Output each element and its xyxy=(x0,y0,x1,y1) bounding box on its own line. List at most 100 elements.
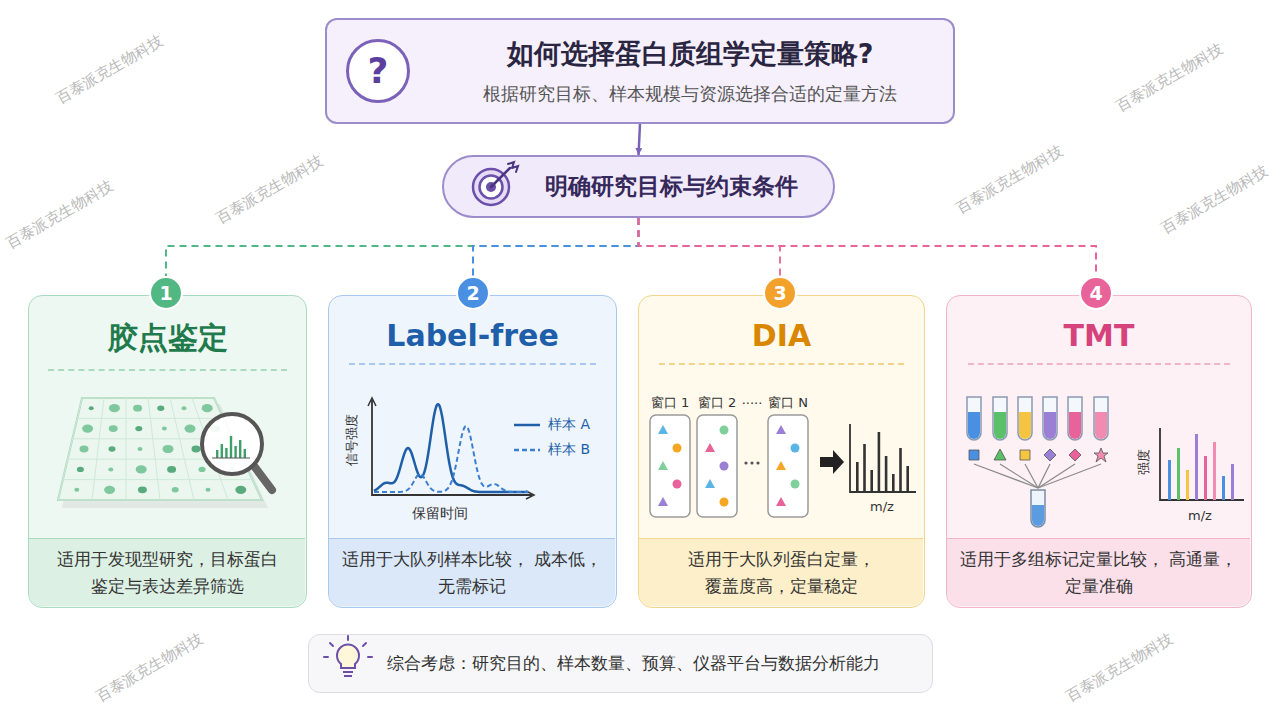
gel-plate-part-part xyxy=(82,425,93,433)
question-icon: ? xyxy=(346,39,410,103)
dia-windows-part xyxy=(650,415,690,517)
gel-plate-part-part xyxy=(214,398,262,500)
magnifier-part-part xyxy=(225,448,227,458)
window-label: 窗口 1 xyxy=(651,394,689,412)
gel-plate-part xyxy=(58,398,262,500)
method-description-text: 适用于大队列蛋白定量， 覆盖度高，定量稳定 xyxy=(649,546,913,599)
dia-windows-part-part xyxy=(673,480,682,489)
gel-plate-part-part xyxy=(63,479,253,480)
tmt-tubes-part-part xyxy=(1231,464,1234,500)
chromatogram xyxy=(368,398,540,499)
gel-plate-part-part xyxy=(167,466,176,473)
dia-windows-part xyxy=(756,461,759,464)
tmt-tubes-part-part xyxy=(974,464,1038,488)
tmt-tubes-part xyxy=(1160,428,1244,500)
tmt-tubes-part-part xyxy=(1168,460,1171,500)
magnifier-part xyxy=(202,414,262,474)
tmt-tubes-part xyxy=(1168,434,1234,500)
method-description-text: 适用于多组标记定量比较， 高通量，定量准确 xyxy=(957,546,1240,599)
magnifier-part-part xyxy=(221,444,223,458)
dia-windows-part-part xyxy=(720,498,729,507)
method-description: 适用于多组标记定量比较， 高通量，定量准确 xyxy=(947,538,1250,606)
gel-plate-part-part xyxy=(80,446,89,453)
gel-plate-part-part xyxy=(72,438,233,439)
dia-windows-part-part xyxy=(720,462,729,471)
gel-plate-part-part xyxy=(138,447,143,451)
dia-windows-part-part xyxy=(705,443,715,452)
chromatogram-part xyxy=(514,449,540,452)
tmt-tubes-part-part xyxy=(1094,397,1108,440)
dia-windows-part-part xyxy=(878,432,881,492)
tmt-tubes-part-part xyxy=(1069,412,1081,439)
dia-windows-part-part xyxy=(776,425,786,434)
tmt-tubes-part-part xyxy=(1020,450,1030,460)
method-card: 胶点鉴定适用于发现型研究，目标蛋白 鉴定与表达差异筛选 xyxy=(28,295,307,608)
tmt-tubes-part-part xyxy=(1038,464,1101,488)
goal-box: 明确研究目标与约束条件 xyxy=(442,155,835,218)
tmt-tubes-part-part xyxy=(1044,412,1056,439)
dia-windows-part xyxy=(750,461,753,464)
gel-plate-part-part xyxy=(172,487,179,492)
tmt-tubes-part-part xyxy=(1068,397,1082,440)
tmt-tubes-part-part xyxy=(1018,397,1032,440)
method-card-text: 胶点鉴定 xyxy=(48,318,286,371)
gel-plate-part-part xyxy=(109,404,120,412)
gel-plate-part-part xyxy=(170,398,194,500)
gel-plate-part-part xyxy=(192,398,228,500)
watermark: 百泰派克生物科技 xyxy=(1158,162,1271,238)
gel-plate-part-part xyxy=(148,398,160,500)
tmt-tubes-part-part xyxy=(1043,397,1057,440)
dia-windows-part xyxy=(820,450,844,474)
tmt-tubes-part-part xyxy=(1038,464,1050,488)
step-number: 3 xyxy=(763,276,797,310)
axis-label: 强度 xyxy=(1135,449,1153,475)
chromatogram-part xyxy=(368,398,376,406)
window-label: 窗口 N xyxy=(768,394,808,412)
gel-plate-part-part xyxy=(68,459,243,460)
gel-plate-part-part xyxy=(133,405,142,412)
gel-plate-part-part xyxy=(185,425,196,433)
tmt-tubes-part-part xyxy=(1177,448,1180,500)
tmt-tubes-part-part xyxy=(1094,448,1108,462)
tmt-tubes-part-part xyxy=(969,450,979,460)
magnifier xyxy=(202,414,272,490)
gel-plate-part-part xyxy=(163,445,174,453)
note-box-text: 综合考虑：研究目的、样本数量、预算、仪器平台与数据分析能力 xyxy=(387,652,880,675)
bulb-icon-part xyxy=(337,645,359,668)
step-number: 4 xyxy=(1079,276,1113,310)
axis-label: 保留时间 xyxy=(412,505,468,523)
method-card: DIA适用于大队列蛋白定量， 覆盖度高，定量稳定 xyxy=(638,295,925,608)
magnifier-part xyxy=(212,436,250,458)
tmt-tubes-part xyxy=(1032,505,1044,526)
target-icon-part xyxy=(486,182,496,192)
gel-plate-part-part xyxy=(92,398,104,500)
gel-plate-part-part xyxy=(182,406,187,410)
gel-plate-part-part xyxy=(235,486,246,494)
chromatogram-part xyxy=(526,491,534,499)
title-box: 如何选择蛋白质组学定量策略?根据研究目标、样本规模与资源选择合适的定量方法? xyxy=(325,18,955,124)
axis-label: 信号强度 xyxy=(343,414,361,466)
gel-plate-part-part xyxy=(58,398,82,500)
magnifier-part-part xyxy=(230,436,232,458)
gel-plate-part xyxy=(62,404,268,508)
watermark: 百泰派克生物科技 xyxy=(1063,630,1176,706)
dia-windows-part-part xyxy=(856,462,859,492)
dia-windows-part-part xyxy=(899,448,902,492)
chromatogram-part xyxy=(514,424,540,427)
bulb-icon-part xyxy=(324,636,372,657)
watermark: 百泰派克生物科技 xyxy=(93,630,206,706)
chromatogram-part-part xyxy=(374,404,528,492)
gel-plate-part-part xyxy=(104,486,115,494)
tmt-tubes-part-part xyxy=(1222,476,1225,500)
dia-windows-part-part xyxy=(892,474,895,492)
dia-windows-part xyxy=(768,415,808,517)
gel-plate-part-part xyxy=(230,467,235,471)
title-box-text: 根据研究目标、样本规模与资源选择合适的定量方法 xyxy=(483,82,897,106)
step-number: 1 xyxy=(149,276,183,310)
gel-plate-part-part xyxy=(82,398,214,399)
gel-plate-part-part xyxy=(202,404,213,412)
gel-plate-part-part xyxy=(58,500,262,501)
magnifier-part xyxy=(254,466,272,490)
dia-windows-part-part xyxy=(673,444,682,453)
dia-windows-part-part xyxy=(658,497,668,506)
